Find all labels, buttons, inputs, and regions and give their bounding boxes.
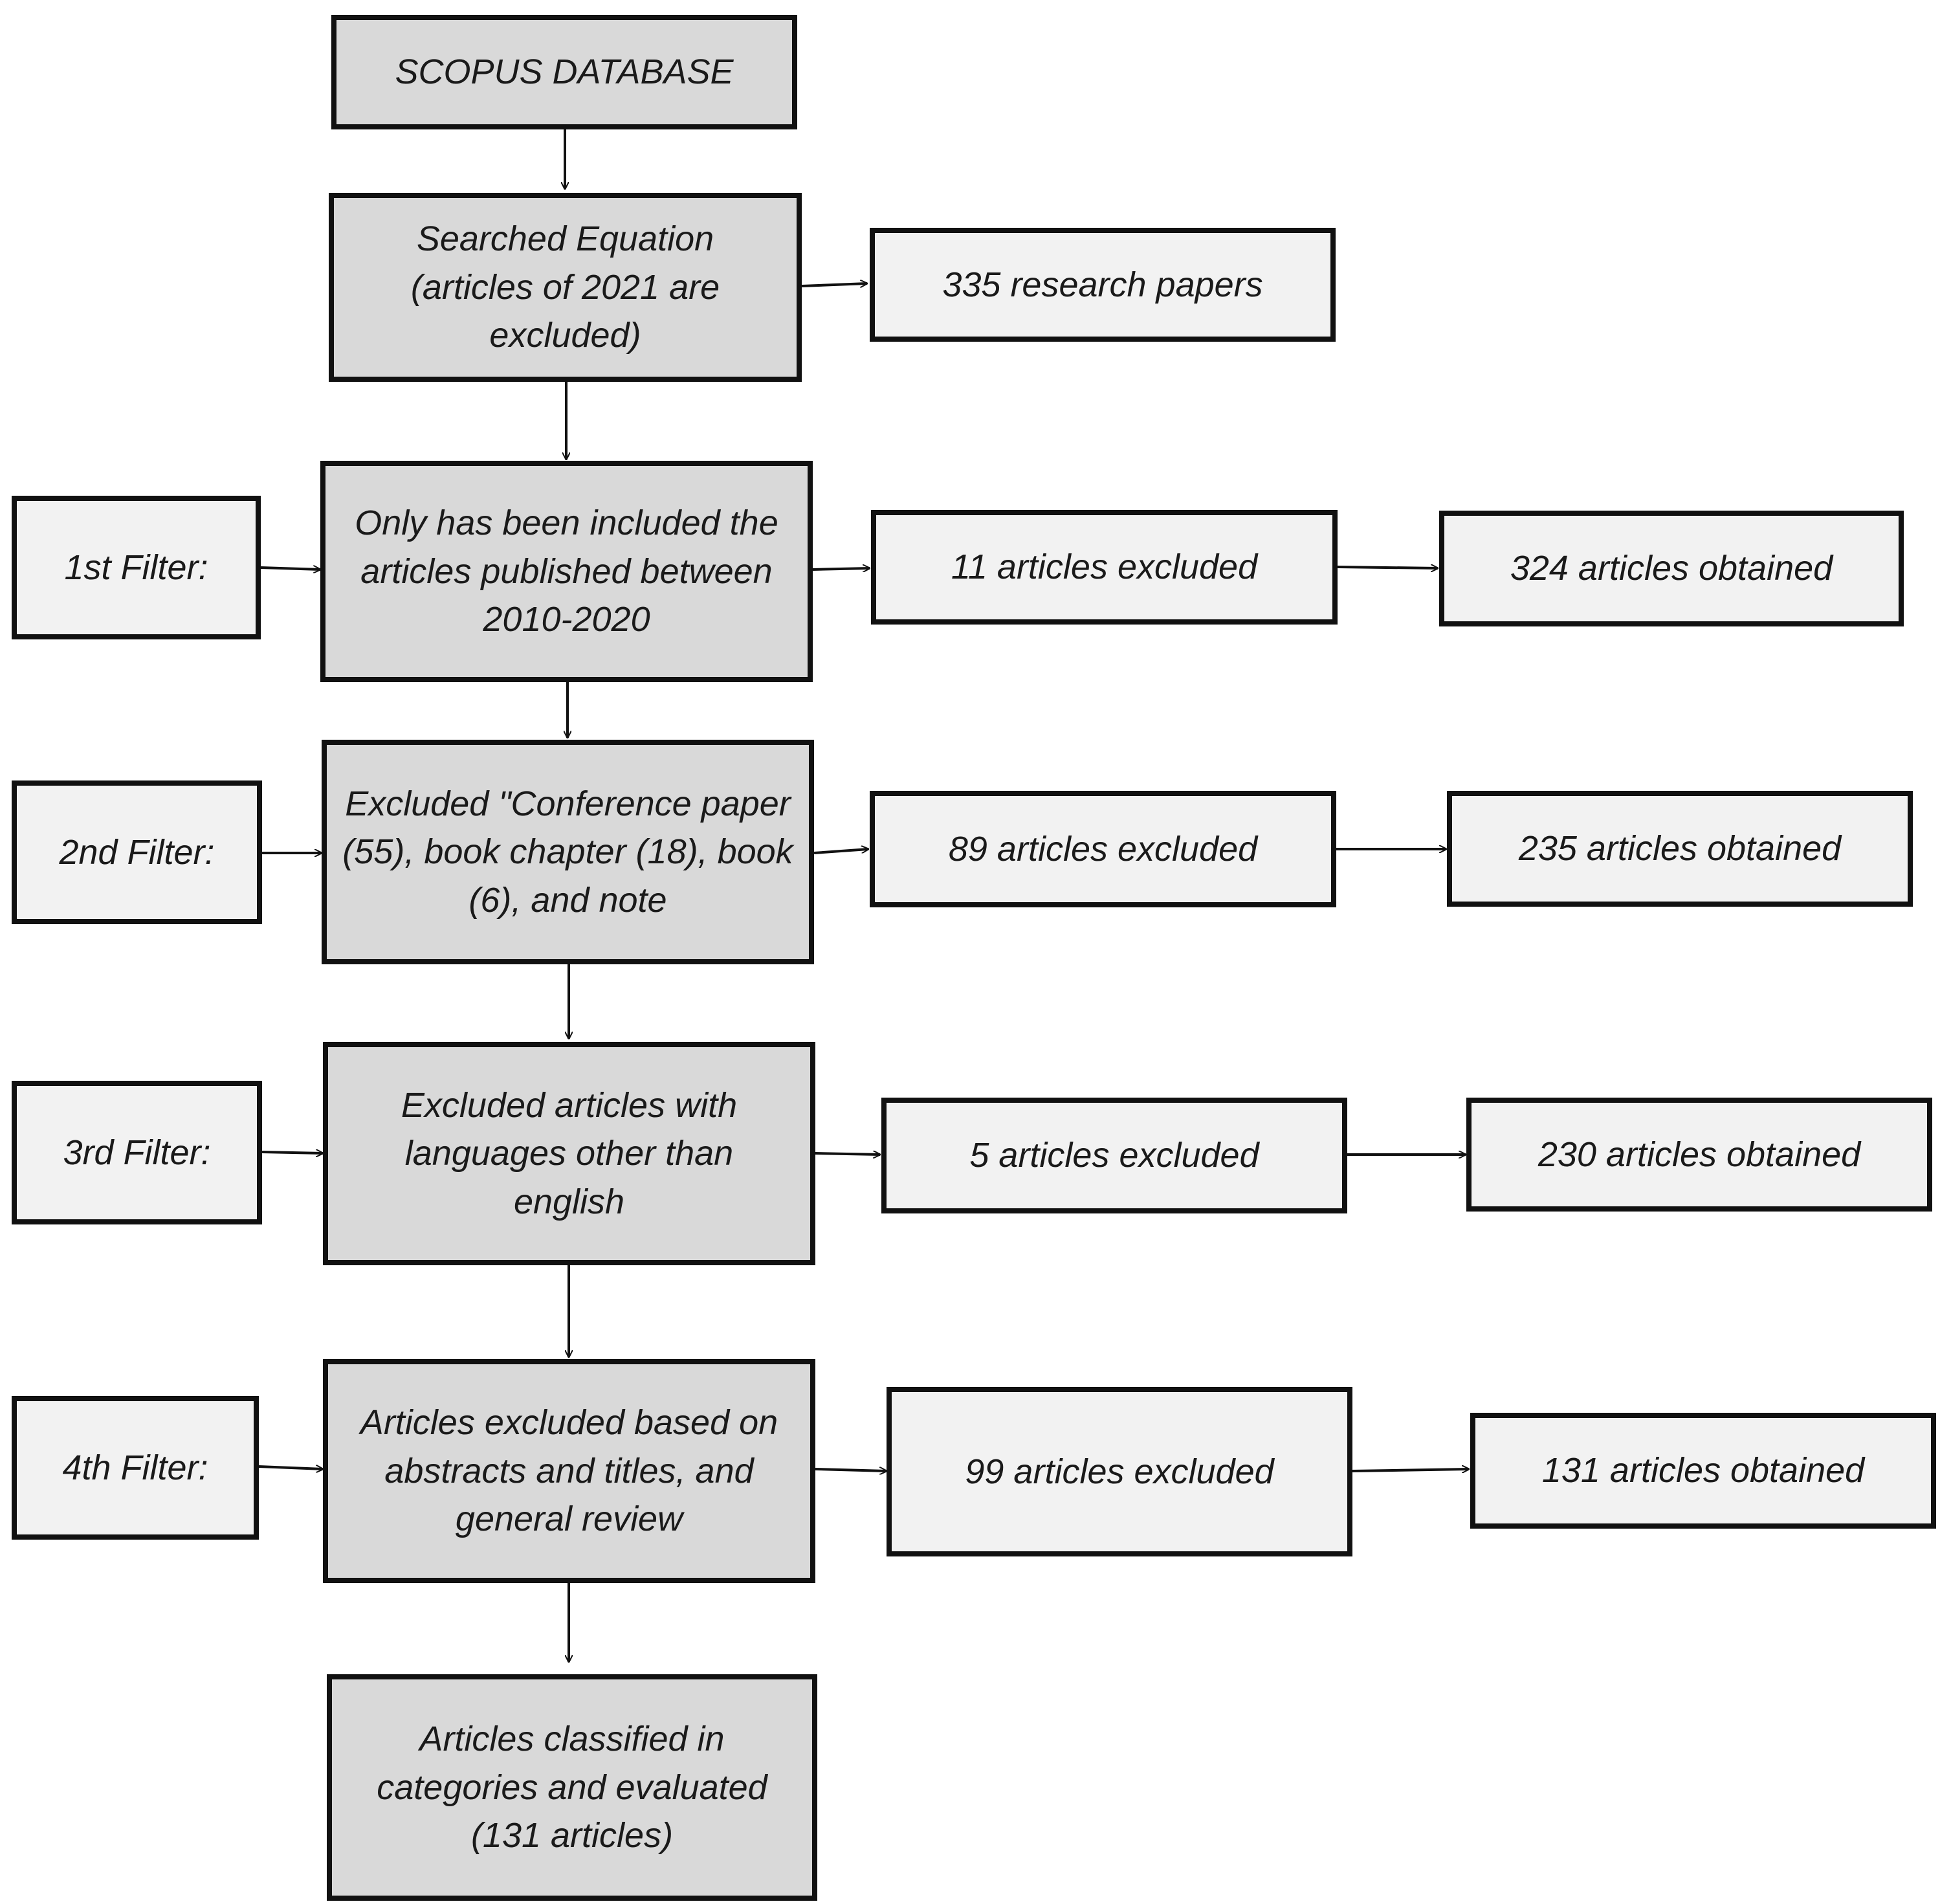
filter1-obtained-box: 324 articles obtained <box>1439 511 1904 626</box>
filter1-label: 1st Filter: <box>64 548 208 587</box>
filter4-excluded: 99 articles excluded <box>965 1452 1274 1491</box>
filter1-excluded-box: 11 articles excluded <box>871 510 1338 625</box>
filter3-obtained-box: 230 articles obtained <box>1466 1098 1932 1212</box>
filter4-label: 4th Filter: <box>62 1448 208 1487</box>
filter3-excluded-box: 5 articles excluded <box>881 1098 1347 1213</box>
search-text: Searched Equation (articles of 2021 are … <box>410 219 720 355</box>
source-text: SCOPUS DATABASE <box>395 52 734 92</box>
filter2-obtained-box: 235 articles obtained <box>1447 791 1913 907</box>
filter4-criterion-box: Articles excluded based on abstracts and… <box>323 1359 815 1583</box>
filter3-criterion: Excluded articles with languages other t… <box>401 1085 738 1221</box>
filter1-label-box: 1st Filter: <box>12 496 261 639</box>
filter1-criterion-box: Only has been included the articles publ… <box>320 461 813 682</box>
arrow-filter2-excluded <box>813 849 868 854</box>
filter2-label: 2nd Filter: <box>59 832 215 872</box>
filter1-obtained: 324 articles obtained <box>1510 549 1833 588</box>
filter3-label-box: 3rd Filter: <box>12 1081 262 1224</box>
arrow-filter4-label <box>258 1467 323 1469</box>
filter4-obtained-box: 131 articles obtained <box>1470 1413 1936 1529</box>
final-text: Articles classified in categories and ev… <box>377 1720 767 1855</box>
filter4-obtained: 131 articles obtained <box>1541 1451 1865 1490</box>
filter2-criterion: Excluded "Conference paper (55), book ch… <box>342 784 793 920</box>
filter2-excluded: 89 articles excluded <box>948 829 1258 869</box>
filter2-label-box: 2nd Filter: <box>12 780 262 924</box>
arrow-filter1-excluded <box>812 568 870 570</box>
arrow-filter3-excluded <box>815 1153 880 1155</box>
filter4-label-box: 4th Filter: <box>12 1396 259 1540</box>
filter1-criterion: Only has been included the articles publ… <box>355 504 778 639</box>
arrow-filter4-excluded <box>815 1469 887 1471</box>
filter2-obtained: 235 articles obtained <box>1518 829 1842 869</box>
arrow-filter1-label <box>260 568 320 570</box>
arrow-filter4-obtained <box>1352 1469 1469 1471</box>
filter2-criterion-box: Excluded "Conference paper (55), book ch… <box>322 740 814 964</box>
final-box: Articles classified in categories and ev… <box>327 1674 817 1901</box>
search-box: Searched Equation (articles of 2021 are … <box>329 193 802 382</box>
filter3-obtained: 230 articles obtained <box>1538 1135 1861 1174</box>
search-result-text: 335 research papers <box>942 265 1263 304</box>
filter3-criterion-box: Excluded articles with languages other t… <box>323 1042 815 1265</box>
filter3-excluded: 5 articles excluded <box>969 1136 1259 1175</box>
filter1-excluded: 11 articles excluded <box>951 548 1258 587</box>
arrow-search-to-result <box>801 283 867 286</box>
filter4-criterion: Articles excluded based on abstracts and… <box>360 1403 778 1539</box>
filter4-excluded-box: 99 articles excluded <box>887 1387 1352 1556</box>
arrow-filter3-label <box>261 1152 323 1153</box>
arrow-filter1-obtained <box>1337 567 1438 568</box>
filter3-label: 3rd Filter: <box>63 1133 211 1172</box>
filter2-excluded-box: 89 articles excluded <box>870 791 1336 907</box>
search-result-box: 335 research papers <box>870 228 1336 342</box>
source-box: SCOPUS DATABASE <box>331 15 797 129</box>
